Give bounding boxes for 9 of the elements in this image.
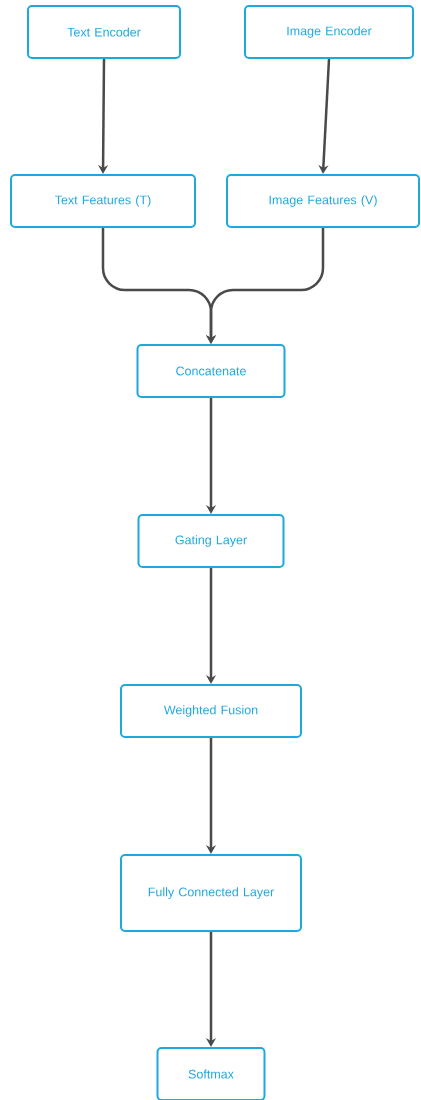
- process-box: Fully Connected Layer: [120, 854, 302, 932]
- process-box: Image Encoder: [244, 5, 414, 59]
- process-box: Softmax: [156, 1047, 266, 1100]
- process-box: Gating Layer: [137, 514, 285, 568]
- process-box: Weighted Fusion: [120, 684, 302, 738]
- process-box: Concatenate: [136, 344, 286, 398]
- process-box: Text Encoder: [27, 5, 181, 59]
- process-box: Image Features (V): [226, 174, 420, 228]
- process-box: Text Features (T): [10, 174, 196, 228]
